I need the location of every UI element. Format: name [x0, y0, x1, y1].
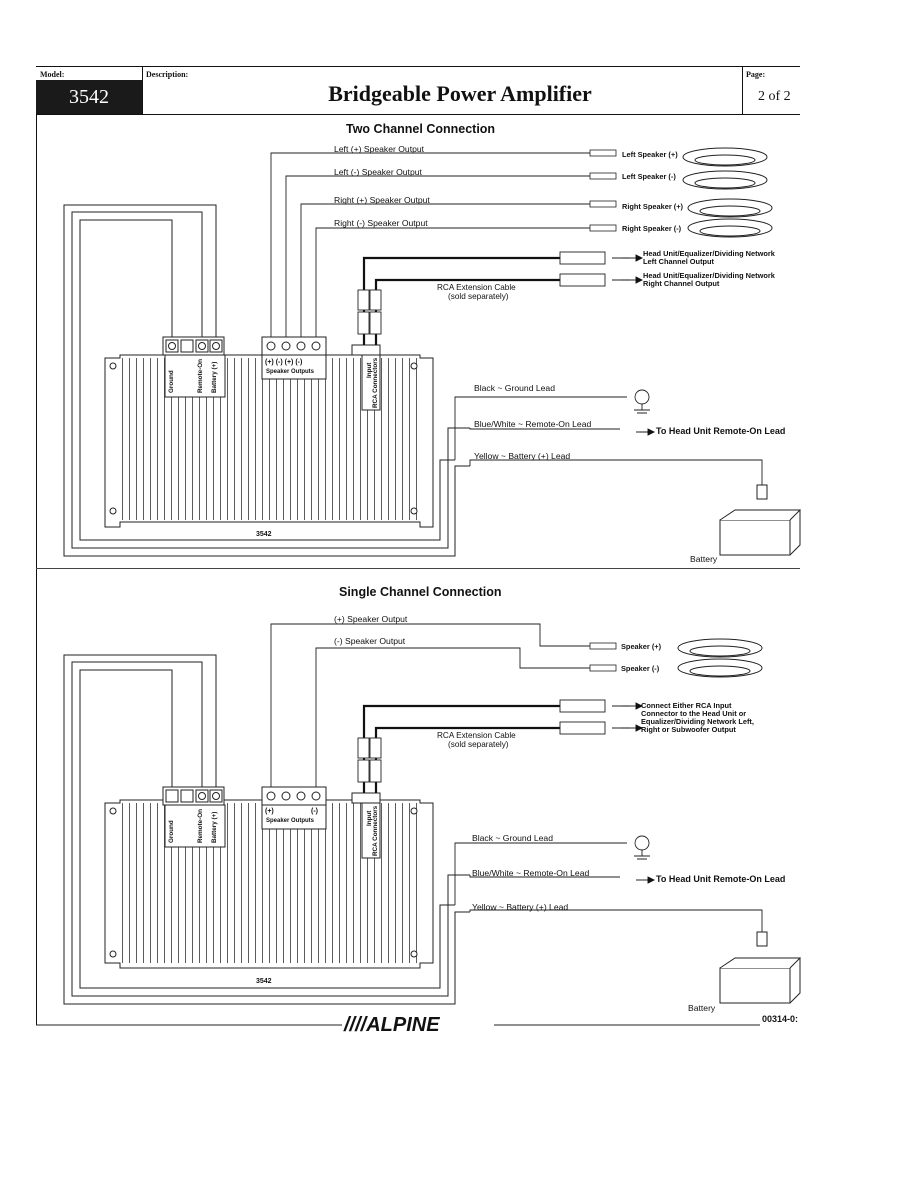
left-pos-output-label: Left (+) Speaker Output	[334, 144, 425, 154]
speakers-top	[682, 147, 773, 238]
head-unit-right-label: Head Unit/Equalizer/Dividing Network	[643, 271, 775, 280]
connect-rca-label-4: Right or Subwoofer Output	[641, 725, 736, 734]
head-unit-right-label-2: Right Channel Output	[643, 279, 720, 288]
neg-output-label: (-) Speaker Output	[334, 636, 406, 646]
left-neg-output-label: Left (-) Speaker Output	[334, 167, 422, 177]
left-speaker-neg-label: Left Speaker (-)	[622, 172, 676, 181]
lead-loops-bottom	[63, 654, 470, 1005]
rca-cable-label: RCA Extension Cable	[437, 283, 516, 292]
rca-cable-label: RCA Extension Cable	[437, 731, 516, 740]
page-title: Bridgeable Power Amplifier	[328, 81, 592, 106]
yellow-battery-lead-label: Yellow ~ Battery (+) Lead	[474, 451, 571, 461]
description-label: Description:	[146, 70, 189, 79]
battery-terminal-label: Battery (+)	[211, 361, 218, 393]
model-number: 3542	[36, 80, 142, 114]
amplifier-model-label: 3542	[256, 531, 272, 538]
two-channel-title: Two Channel Connection	[346, 122, 496, 136]
remote-terminal-label: Remote-On	[197, 809, 204, 843]
remote-terminal-label: Remote-On	[197, 359, 204, 393]
battery-terminal-label: Battery (+)	[211, 811, 218, 843]
right-speaker-pos-label: Right Speaker (+)	[622, 202, 683, 211]
speaker-outputs-label: Speaker Outputs	[266, 818, 315, 824]
head-unit-left-label: Head Unit/Equalizer/Dividing Network	[643, 249, 775, 258]
rca-cable-sold-label: (sold separately)	[448, 292, 509, 301]
header-divider	[142, 67, 144, 114]
rca-cables-bottom	[362, 704, 560, 793]
to-head-unit-remote-label: To Head Unit Remote-On Lead	[656, 874, 786, 884]
speaker-connectors-top	[589, 149, 617, 232]
blue-remote-lead-label: Blue/White ~ Remote-On Lead	[472, 868, 590, 878]
header-bar: Model: 3542 Description: Bridgeable Powe…	[36, 66, 800, 115]
rca-connectors-label: RCA Connectors	[372, 357, 379, 408]
amplifier-model-label: 3542	[256, 978, 272, 985]
speaker-bottom	[677, 638, 763, 678]
power-leads-top	[454, 389, 763, 488]
power-leads-bottom	[454, 835, 763, 935]
connect-rca-label-3: Equalizer/Dividing Network Left,	[641, 717, 754, 726]
rca-cables-top	[362, 256, 560, 345]
speaker-outputs-label: Speaker Outputs	[266, 369, 315, 375]
right-speaker-neg-label: Right Speaker (-)	[622, 224, 682, 233]
single-channel-title: Single Channel Connection	[339, 585, 502, 599]
pos-output-label: (+) Speaker Output	[334, 614, 408, 624]
battery-label: Battery	[690, 554, 718, 564]
arrows	[622, 254, 656, 884]
amplifier-bottom	[104, 786, 434, 969]
rca-connectors-label: RCA Connectors	[372, 805, 379, 856]
blue-remote-lead-label: Blue/White ~ Remote-On Lead	[474, 419, 592, 429]
model-label: Model:	[40, 70, 65, 79]
page-number: 2 of 2	[758, 89, 791, 104]
section-divider	[36, 568, 800, 569]
speaker-pos-label: Speaker (+)	[621, 642, 662, 651]
left-speaker-pos-label: Left Speaker (+)	[622, 150, 678, 159]
speaker-terminal-pos: (+)	[265, 808, 274, 815]
rca-plugs-top	[357, 251, 630, 335]
head-unit-left-label-2: Left Channel Output	[643, 257, 715, 266]
speaker-wires-bottom	[270, 623, 590, 787]
speaker-terminal-polarity: (+) (-) (+) (-)	[265, 359, 303, 366]
speaker-connectors-bottom	[589, 642, 617, 672]
connect-rca-label-1: Connect Either RCA Input	[641, 701, 732, 710]
right-neg-output-label: Right (-) Speaker Output	[334, 218, 428, 228]
speaker-neg-label: Speaker (-)	[621, 664, 660, 673]
lead-loops-top	[63, 204, 470, 557]
speaker-terminal-neg: (-)	[311, 808, 318, 815]
speaker-wires-top	[270, 152, 590, 337]
battery-bottom	[719, 931, 802, 1004]
to-head-unit-remote-label: To Head Unit Remote-On Lead	[656, 426, 786, 436]
alpine-logo: ////ALPINE	[344, 1014, 440, 1036]
right-pos-output-label: Right (+) Speaker Output	[334, 195, 430, 205]
connect-rca-label-2: Connector to the Head Unit or	[641, 709, 747, 718]
document-number: 00314-0:	[762, 1014, 799, 1024]
battery-label: Battery	[688, 1003, 716, 1013]
page-label: Page:	[746, 70, 766, 79]
header-divider	[742, 67, 744, 114]
black-ground-lead-label: Black ~ Ground Lead	[474, 383, 555, 393]
amplifier-top	[104, 336, 434, 528]
ground-terminal-label: Ground	[168, 370, 175, 393]
yellow-battery-lead-label: Yellow ~ Battery (+) Lead	[472, 902, 569, 912]
battery-top	[719, 484, 802, 556]
black-ground-lead-label: Black ~ Ground Lead	[472, 833, 553, 843]
ground-terminal-label: Ground	[168, 820, 175, 843]
left-border	[36, 113, 38, 1025]
rca-cable-sold-label: (sold separately)	[448, 740, 509, 749]
rca-plugs-bottom	[357, 699, 630, 783]
